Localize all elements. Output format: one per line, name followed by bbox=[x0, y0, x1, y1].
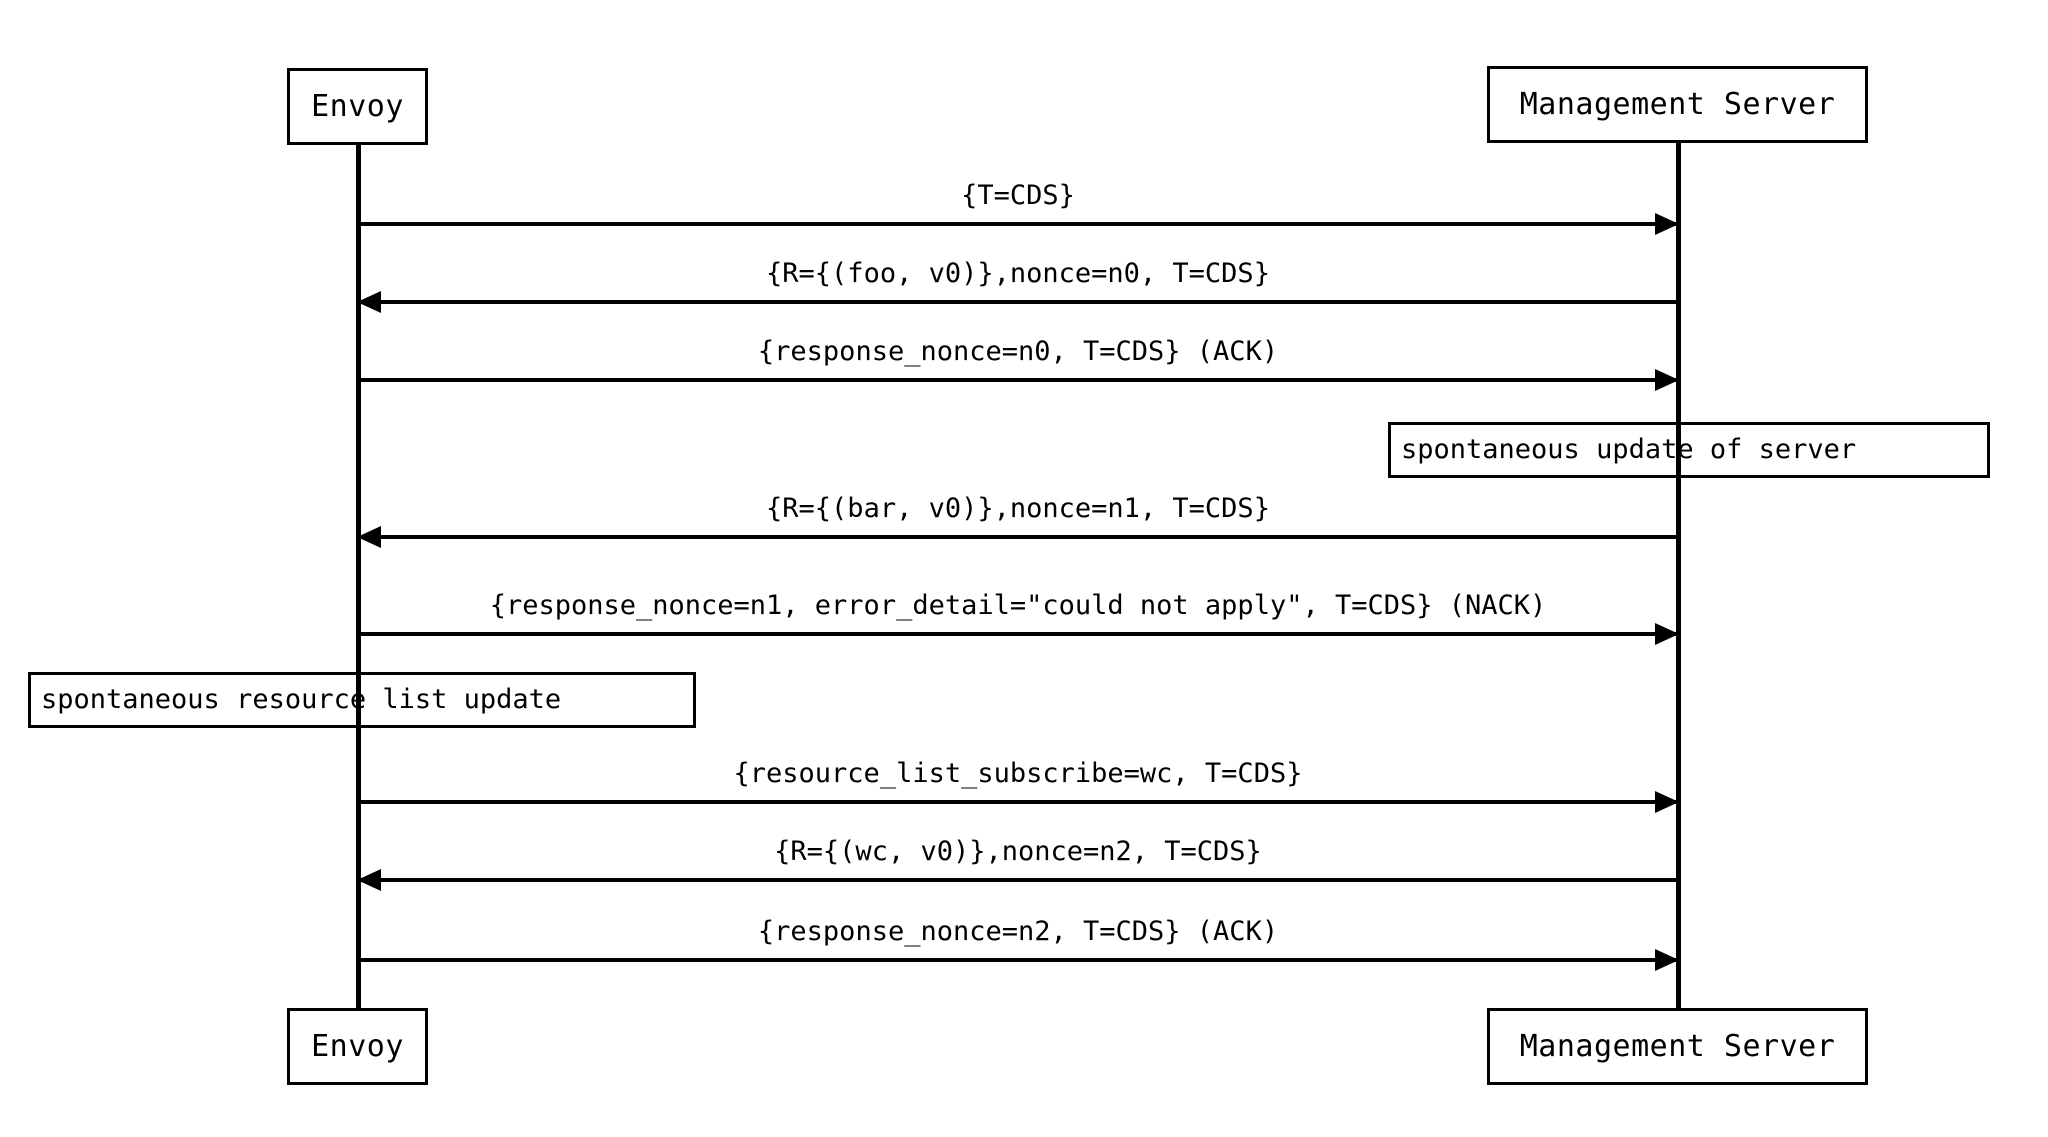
lifeline-management-server bbox=[1676, 143, 1681, 1010]
message-label-3: {R={(bar, v0)},nonce=n1, T=CDS} bbox=[766, 493, 1270, 524]
message-label-5: {resource_list_subscribe=wc, T=CDS} bbox=[733, 758, 1303, 789]
participant-management-server-top[interactable]: Management Server bbox=[1487, 66, 1868, 143]
participant-envoy-bottom[interactable]: Envoy bbox=[287, 1008, 428, 1085]
message-line-0 bbox=[358, 222, 1678, 226]
arrowhead-left-icon bbox=[357, 869, 381, 891]
participant-management-server-top-label: Management Server bbox=[1519, 87, 1836, 122]
message-line-7 bbox=[358, 958, 1678, 962]
message-label-6: {R={(wc, v0)},nonce=n2, T=CDS} bbox=[774, 836, 1262, 867]
arrowhead-left-icon bbox=[357, 291, 381, 313]
arrowhead-right-icon bbox=[1655, 213, 1679, 235]
message-line-3 bbox=[358, 535, 1678, 539]
message-label-2: {response_nonce=n0, T=CDS} (ACK) bbox=[757, 336, 1279, 367]
arrowhead-right-icon bbox=[1655, 791, 1679, 813]
participant-envoy-top[interactable]: Envoy bbox=[287, 68, 428, 145]
participant-envoy-bottom-label: Envoy bbox=[311, 1029, 404, 1064]
message-line-1 bbox=[358, 300, 1678, 304]
note-spontaneous-resource-list-update: spontaneous resource list update bbox=[28, 672, 696, 728]
note-spontaneous-update-of-server: spontaneous update of server bbox=[1388, 422, 1990, 478]
message-label-1: {R={(foo, v0)},nonce=n0, T=CDS} bbox=[766, 258, 1270, 289]
note-label-1: spontaneous resource list update bbox=[41, 684, 562, 715]
lifeline-envoy bbox=[356, 145, 361, 1010]
participant-management-server-bottom[interactable]: Management Server bbox=[1487, 1008, 1868, 1085]
arrowhead-left-icon bbox=[357, 526, 381, 548]
message-line-5 bbox=[358, 800, 1678, 804]
participant-envoy-top-label: Envoy bbox=[311, 89, 404, 124]
message-line-4 bbox=[358, 632, 1678, 636]
arrowhead-right-icon bbox=[1655, 623, 1679, 645]
message-label-7: {response_nonce=n2, T=CDS} (ACK) bbox=[757, 916, 1279, 947]
message-label-0: {T=CDS} bbox=[961, 180, 1075, 211]
arrowhead-right-icon bbox=[1655, 949, 1679, 971]
participant-management-server-bottom-label: Management Server bbox=[1519, 1029, 1836, 1064]
arrowhead-right-icon bbox=[1655, 369, 1679, 391]
note-label-0: spontaneous update of server bbox=[1401, 434, 1857, 465]
message-label-4: {response_nonce=n1, error_detail="could … bbox=[489, 590, 1547, 621]
message-line-2 bbox=[358, 378, 1678, 382]
message-line-6 bbox=[358, 878, 1678, 882]
